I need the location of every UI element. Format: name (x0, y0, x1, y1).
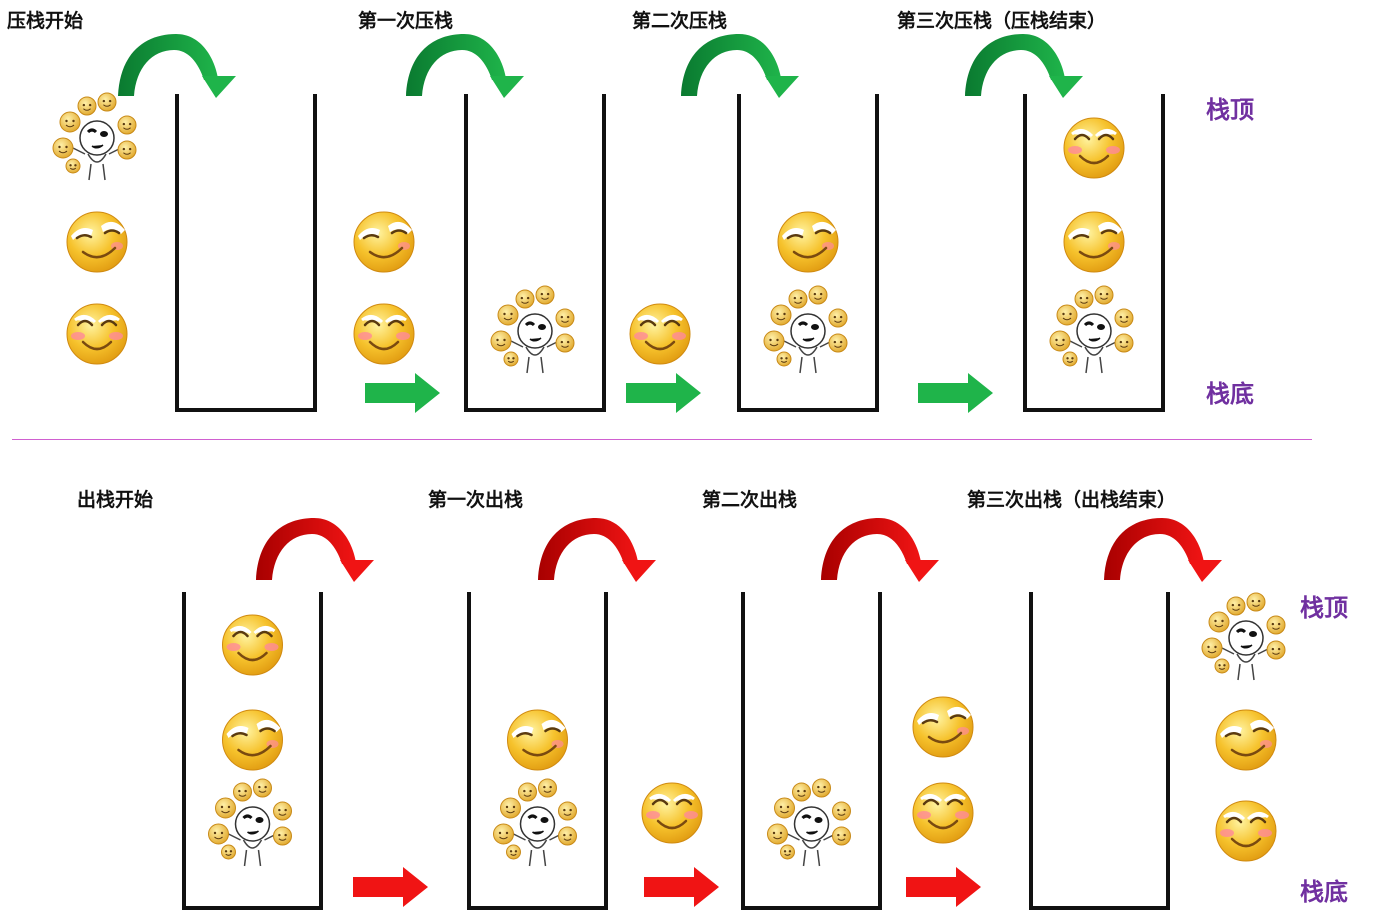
push-step2-slot1-smirking-face-icon (777, 211, 839, 273)
push-stack-0 (175, 94, 317, 412)
push-curved-arrow-1 (406, 34, 524, 98)
pop-curved-arrow-1 (538, 518, 656, 582)
push-step1-waiting-smirking-face-icon (353, 211, 415, 273)
push-right-arrow-2 (918, 373, 993, 413)
push-stack-3 (1023, 94, 1165, 412)
push-stack-top-label: 栈顶 (1206, 97, 1254, 124)
push-step1-slot0-juggler-meme-icon (490, 285, 575, 374)
pop-step3-popped-smirking-face-icon (1215, 709, 1277, 771)
push-curved-arrow-0 (118, 34, 236, 98)
pop-title-1: 第一次出栈 (428, 490, 524, 511)
pop-step3-popped-laughing-face-icon (1215, 800, 1277, 862)
push-step0-waiting-smirking-face-icon (66, 211, 128, 273)
pop-right-arrow-2 (906, 867, 981, 907)
pop-title-0: 出栈开始 (77, 490, 154, 511)
pop-title-2: 第二次出栈 (702, 490, 798, 511)
push-step1-waiting-laughing-face-icon (353, 303, 415, 365)
pop-step1-slot1-smirking-face-icon (507, 709, 568, 771)
pop-stack-0 (182, 592, 323, 910)
push-step3-slot1-smirking-face-icon (1063, 211, 1125, 273)
push-stack-2 (737, 94, 879, 412)
pop-step0-slot2-laughing-face-icon (222, 614, 283, 676)
pop-stack-1 (467, 592, 608, 910)
pop-curved-arrow-3 (1104, 518, 1222, 582)
push-title-2: 第二次压栈 (632, 11, 728, 32)
pop-step1-slot0-juggler-meme-icon (493, 778, 577, 867)
pop-stack-bottom-label: 栈底 (1300, 879, 1348, 906)
push-step3-slot0-juggler-meme-icon (1049, 285, 1134, 374)
push-step2-waiting-laughing-face-icon (629, 303, 691, 365)
pop-curved-arrow-0 (256, 518, 374, 582)
pop-step2-popped-laughing-face-icon (912, 782, 974, 844)
push-right-arrow-1 (626, 373, 701, 413)
push-curved-arrow-3 (965, 34, 1083, 98)
pop-step1-popped-laughing-face-icon (641, 782, 703, 844)
push-right-arrow-0 (365, 373, 440, 413)
push-curved-arrow-2 (681, 34, 799, 98)
pop-step0-slot1-smirking-face-icon (222, 709, 283, 771)
pop-right-arrow-0 (353, 867, 428, 907)
push-step0-waiting-juggler-meme-icon (52, 92, 137, 181)
push-title-3: 第三次压栈（压栈结束） (897, 11, 1107, 32)
push-title-0: 压栈开始 (7, 11, 84, 32)
push-step0-waiting-laughing-face-icon (66, 303, 128, 365)
push-stack-1 (464, 94, 606, 412)
pop-title-3: 第三次出栈（出栈结束） (967, 490, 1177, 511)
push-step3-slot2-laughing-face-icon (1063, 117, 1125, 179)
pop-stack-3 (1029, 592, 1170, 910)
pop-step3-popped-juggler-meme-icon (1201, 592, 1286, 681)
pop-curved-arrow-2 (821, 518, 939, 582)
pop-stack-2 (741, 592, 882, 910)
pop-step2-popped-smirking-face-icon (912, 696, 974, 758)
push-title-1: 第一次压栈 (358, 11, 454, 32)
pop-right-arrow-1 (644, 867, 719, 907)
push-step2-slot0-juggler-meme-icon (763, 285, 848, 374)
section-divider (12, 439, 1312, 440)
pop-stack-top-label: 栈顶 (1300, 595, 1348, 622)
pop-step2-slot0-juggler-meme-icon (767, 778, 851, 867)
push-stack-bottom-label: 栈底 (1206, 381, 1254, 408)
pop-step0-slot0-juggler-meme-icon (208, 778, 292, 867)
